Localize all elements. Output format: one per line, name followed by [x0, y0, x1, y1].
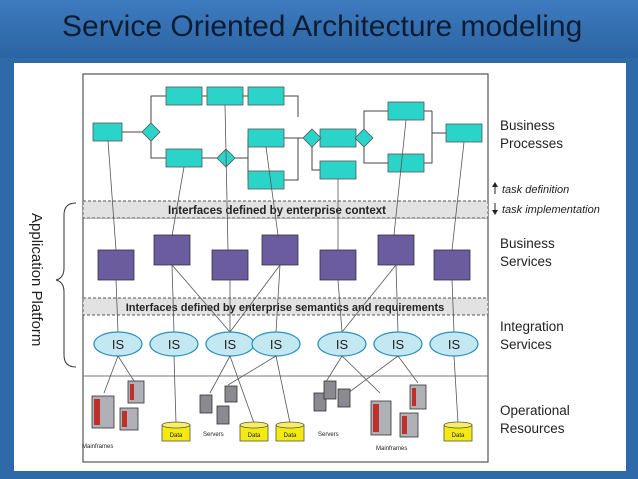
mainframe-panel	[130, 384, 134, 400]
server-icon	[337, 388, 351, 408]
task-implementation-label: task implementation	[502, 204, 600, 216]
task-arrows: task definition task implementation	[492, 182, 600, 216]
process-task	[206, 86, 244, 106]
server-icon	[224, 385, 238, 403]
business-service	[97, 249, 135, 281]
data-cylinder-top	[443, 421, 473, 429]
decision-gateway	[141, 122, 161, 142]
enterprise-semantics-band	[82, 297, 489, 316]
decision-gateway	[302, 128, 322, 148]
mainframe-panel	[373, 404, 379, 432]
data-label: Data	[452, 433, 465, 439]
title-bar: Service Oriented Architecture modeling	[0, 0, 638, 58]
business-service	[433, 249, 471, 281]
data-label: Data	[284, 433, 297, 439]
business-processes-label-1: Business	[500, 118, 555, 133]
is-label: IS	[448, 337, 461, 352]
mainframe-panel	[94, 399, 100, 425]
business-services-label-1: Business	[500, 236, 555, 251]
mainframe-panel	[402, 416, 407, 434]
process-task	[387, 101, 425, 121]
up-arrowhead-icon	[492, 182, 498, 187]
process-to-service-lines	[107, 104, 465, 251]
business-process-boxes	[92, 86, 483, 190]
integration-services-label-2: Services	[500, 337, 552, 352]
decision-gateway	[354, 128, 374, 148]
integration-to-resource-lines	[103, 355, 459, 424]
is-label: IS	[112, 337, 125, 352]
diagram-canvas: Interfaces defined by enterprise context…	[14, 63, 626, 471]
data-cylinder-top	[161, 421, 191, 429]
servers-label: Servers	[203, 432, 224, 438]
is-label: IS	[168, 337, 181, 352]
process-task	[319, 160, 357, 180]
server-icon	[199, 394, 213, 414]
data-label: Data	[248, 433, 261, 439]
business-service	[377, 234, 415, 266]
server-icon	[313, 392, 327, 412]
process-flow-lines	[122, 95, 446, 181]
server-icon	[216, 405, 230, 425]
integration-services-label-1: Integration	[500, 319, 564, 334]
process-task	[247, 86, 285, 106]
application-platform-brace	[55, 202, 77, 368]
operational-resources-label-1: Operational	[500, 403, 570, 418]
is-label: IS	[392, 337, 405, 352]
server-icon	[323, 380, 337, 400]
task-definition-label: task definition	[502, 184, 569, 196]
business-service	[319, 249, 357, 281]
operational-resources-label-2: Resources	[500, 421, 565, 436]
process-task	[165, 86, 203, 106]
business-services-label-2: Services	[500, 254, 552, 269]
process-task	[387, 153, 425, 173]
process-task	[247, 128, 285, 148]
layer-labels: Business Processes Business Services Int…	[500, 118, 570, 436]
data-cylinder-top	[275, 421, 305, 429]
operational-resources: Mainframes Data Servers Data Data Server…	[82, 380, 473, 452]
process-task	[319, 128, 357, 148]
soa-diagram: Interfaces defined by enterprise context…	[28, 73, 600, 463]
process-task	[247, 170, 285, 190]
servers-label: Servers	[318, 432, 339, 438]
mainframe-panel	[122, 411, 127, 427]
enterprise-context-band	[82, 200, 489, 219]
business-service	[261, 234, 299, 266]
mainframes-label: Mainframes	[82, 444, 113, 450]
process-task	[92, 122, 123, 142]
enterprise-semantics-label: Interfaces defined by enterprise semanti…	[126, 302, 445, 314]
is-label: IS	[270, 337, 283, 352]
down-arrowhead-icon	[492, 210, 498, 215]
business-service	[211, 249, 249, 281]
data-cylinder-top	[239, 421, 269, 429]
business-processes-label-2: Processes	[500, 136, 563, 151]
slide-title: Service Oriented Architecture modeling	[62, 10, 583, 43]
enterprise-context-label: Interfaces defined by enterprise context	[168, 205, 386, 217]
process-task	[165, 148, 203, 168]
is-label: IS	[336, 337, 349, 352]
mainframes-label: Mainframes	[376, 446, 407, 452]
mainframe-panel	[412, 388, 416, 406]
data-label: Data	[170, 433, 183, 439]
is-label: IS	[224, 337, 237, 352]
process-task	[445, 123, 483, 143]
business-service	[153, 234, 191, 266]
application-platform-label: Application Platform	[28, 213, 45, 346]
business-service-boxes	[97, 234, 471, 281]
service-to-integration-lines	[115, 264, 455, 333]
